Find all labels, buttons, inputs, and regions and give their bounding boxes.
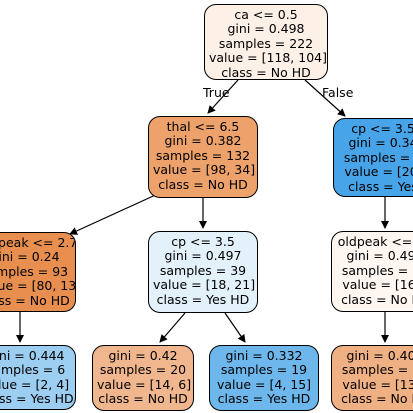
node-line: samples = 3: [341, 262, 413, 278]
node-line: gini = 0.382: [164, 133, 242, 149]
node-line: value = [18, 21]: [153, 277, 256, 293]
node-line: value = [80, 13]: [0, 278, 76, 294]
node-line: samples = 1: [341, 362, 413, 378]
node-line: samples = 19: [220, 362, 308, 378]
node-line: gini = 0.49: [346, 248, 413, 264]
node-line: value = [16,: [342, 277, 413, 293]
node-line: class = Yes HD: [0, 391, 74, 407]
node-line: gini = 0.498: [227, 21, 305, 37]
edge-n1-n3: [69, 191, 163, 235]
node-line: gini = 0.332: [225, 348, 303, 363]
node-line: ca <= 0.5: [234, 7, 298, 22]
node-line: samples = 132: [155, 147, 251, 163]
tree-node-oldpeak-split-left: oldpeak <= 2.7gini = 0.24samples = 93val…: [0, 232, 76, 312]
node-line: class = No HD: [158, 176, 248, 192]
node-line: cp <= 3.5: [351, 121, 413, 136]
node-line: value = [4, 15]: [216, 376, 312, 392]
node-line: samples = 6: [0, 362, 66, 378]
node-line: gini = 0.40: [346, 348, 413, 363]
edge-n4-n7: [159, 312, 186, 343]
node-line: class = Yes: [348, 178, 413, 194]
node-line: gini = 0.42: [108, 348, 178, 363]
node-line: thal <= 6.5: [166, 119, 240, 134]
node-line: value = [98, 34]: [153, 162, 256, 178]
node-line: samples = 39: [159, 262, 247, 278]
edge-n4-n8: [224, 312, 246, 343]
node-line: samples = 222: [218, 35, 314, 51]
node-line: class = No HD: [0, 292, 70, 308]
node-line: class = Yes HD: [217, 391, 311, 407]
node-line: class = No H: [341, 391, 413, 407]
node-line: gini = 0.497: [164, 248, 242, 264]
node-line: gini = 0.24: [0, 249, 60, 265]
node-line: value = [2, 4]: [0, 376, 70, 392]
node-line: oldpeak <= 0: [337, 234, 413, 249]
node-line: oldpeak <= 2.7: [0, 235, 76, 250]
node-line: value = [13,: [342, 376, 413, 392]
node-line: cp <= 3.5: [171, 234, 235, 249]
node-line: class = Yes HD: [156, 291, 250, 307]
edge-root-n2: [304, 79, 346, 117]
node-line: samples = 20: [99, 362, 187, 378]
edge-label-false: False: [322, 85, 354, 100]
node-line: value = [118, 104]: [209, 50, 327, 66]
node-line: class = No H: [341, 291, 413, 307]
node-line: value = [14, 6]: [97, 376, 192, 392]
edge-root-n1: [207, 79, 239, 114]
node-line: value = [20,: [344, 164, 413, 180]
node-line: gini = 0.444: [0, 348, 65, 363]
node-line: samples = 9: [343, 149, 413, 165]
tree-leaf-yes-hd-left: gini = 0.444samples = 6value = [2, 4]cla…: [0, 345, 76, 410]
edge-label-true: True: [203, 85, 230, 100]
node-line: class = No HD: [98, 391, 188, 407]
node-line: gini = 0.34: [348, 135, 413, 151]
node-line: class = No HD: [221, 64, 311, 80]
node-line: samples = 93: [0, 263, 69, 279]
